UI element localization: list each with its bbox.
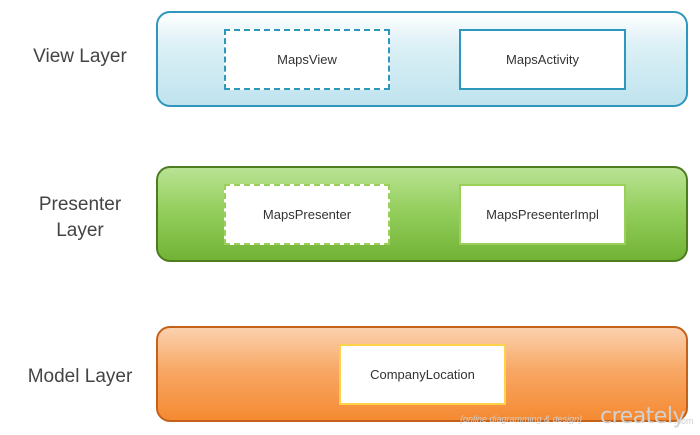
presenter-layer-label: Presenter Layer [0, 192, 160, 244]
maps-presenter-impl-box: MapsPresenterImpl [459, 184, 626, 245]
watermark-suffix: .com [674, 416, 694, 426]
presenter-layer-label-line1: Presenter [38, 194, 122, 215]
maps-view-box: MapsView [224, 29, 390, 90]
creately-watermark: {online diagramming & design} creately .… [460, 404, 696, 432]
maps-presenter-impl-label: MapsPresenterImpl [486, 207, 599, 222]
maps-activity-box: MapsActivity [459, 29, 626, 90]
presenter-layer-label-line2: Layer [56, 220, 104, 241]
maps-activity-label: MapsActivity [506, 52, 579, 67]
company-location-box: CompanyLocation [339, 344, 506, 405]
maps-presenter-box: MapsPresenter [224, 184, 390, 245]
maps-view-label: MapsView [277, 52, 337, 67]
maps-presenter-label: MapsPresenter [262, 207, 352, 222]
watermark-brand: creately [600, 404, 685, 429]
view-layer-label: View Layer [33, 46, 127, 67]
company-location-label: CompanyLocation [370, 367, 475, 382]
watermark-tagline: {online diagramming & design} [460, 414, 583, 424]
model-layer-label: Model Layer [27, 366, 133, 387]
